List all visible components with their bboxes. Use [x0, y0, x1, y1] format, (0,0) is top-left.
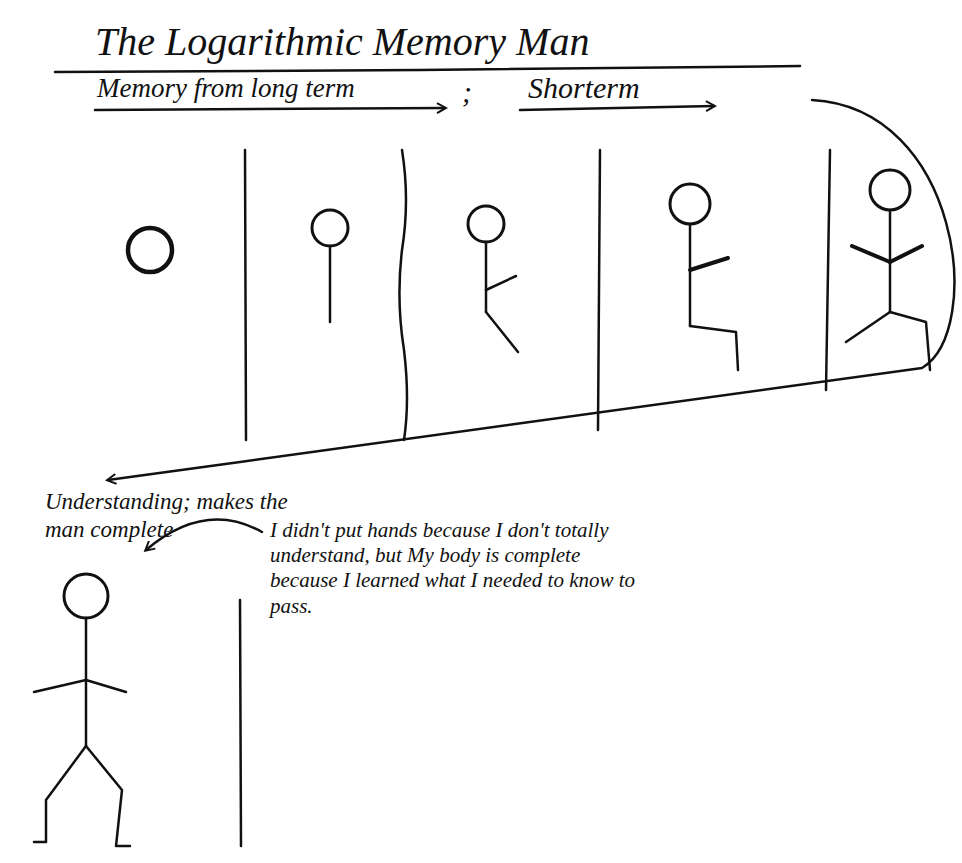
panel-divider [826, 150, 830, 390]
header-label: Shorterm [528, 70, 640, 106]
stick-figure [846, 170, 930, 370]
diagram-title: The Logarithmic Memory Man [95, 18, 589, 66]
header-label: Memory from long term [97, 72, 355, 104]
separator: ; [462, 74, 472, 110]
stick-figure [468, 206, 518, 352]
short-term-arrow [520, 106, 714, 110]
stick-figure [312, 210, 348, 322]
panel-divider [399, 150, 407, 440]
panel-divider [598, 150, 600, 430]
stick-figure [128, 228, 172, 272]
title-underline [55, 66, 800, 72]
handwritten-note: I didn't put hands because I don't total… [270, 518, 640, 619]
sweep-arrow [108, 100, 954, 480]
long-term-arrow [95, 108, 445, 110]
panel-divider [240, 600, 241, 846]
stick-figure [34, 574, 130, 846]
stick-figure [670, 184, 738, 370]
panel-divider [245, 150, 246, 440]
